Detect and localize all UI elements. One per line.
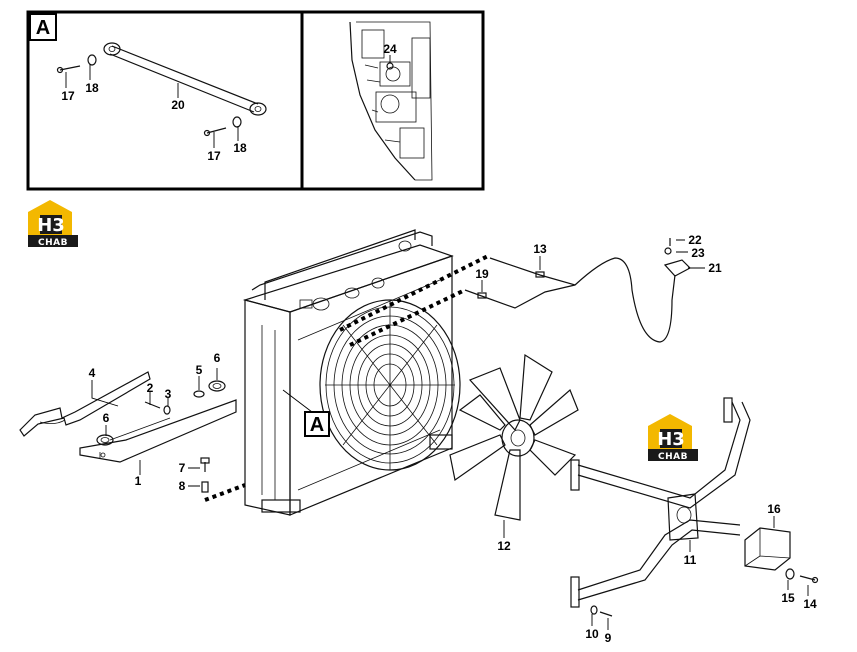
part-labels: 1 2 3 4 5 6 6 7 8 9 10 11 12 13 14 15 16… (89, 233, 817, 645)
cable-assembly (464, 238, 691, 343)
spacer-part-8 (201, 481, 209, 493)
fan-part-12 (449, 353, 579, 521)
guard-frame-part-11 (570, 397, 751, 608)
detail-panel: A 17 18 20 17 18 (26, 10, 485, 191)
bolt-17-lower (203, 127, 227, 137)
label-9: 9 (605, 631, 612, 645)
radiator-assembly (242, 229, 461, 516)
label-11: 11 (684, 553, 697, 567)
bracket-part-4 (19, 371, 151, 437)
label-19: 19 (475, 267, 489, 281)
label-12: 12 (497, 539, 511, 553)
bolt-part-14 (799, 575, 819, 584)
logo-bottom-text: CHAB (38, 238, 68, 248)
h3-logo-icon: H3 CHAB (648, 414, 698, 462)
detail-letter-box (29, 13, 57, 41)
bolt-17-upper (56, 65, 81, 74)
label-18: 18 (85, 81, 99, 95)
label-3: 3 (165, 387, 172, 401)
washer-part-10 (590, 605, 598, 615)
label-4: 4 (89, 366, 96, 380)
logo-top-text-2: H3 (657, 429, 685, 450)
label-7: 7 (179, 461, 186, 475)
dashed-line-13 (339, 253, 491, 332)
label-13: 13 (533, 242, 547, 256)
label-14: 14 (803, 597, 817, 611)
label-10: 10 (585, 627, 599, 641)
washer-18-lower (232, 116, 242, 128)
label-8: 8 (179, 479, 186, 493)
label-24: 24 (383, 42, 397, 56)
grommet-part-6b (96, 434, 114, 446)
label-23: 23 (691, 246, 705, 260)
bolt-part-2 (144, 401, 161, 409)
dashed-line-19 (349, 288, 466, 347)
grommet-part-6a (208, 380, 226, 392)
washer-part-5 (193, 390, 205, 398)
label-1: 1 (135, 474, 142, 488)
rod-part-20 (103, 42, 267, 116)
label-18b: 18 (233, 141, 247, 155)
label-5: 5 (196, 363, 203, 377)
label-17: 17 (61, 89, 75, 103)
detail-letter: A (36, 17, 50, 39)
washer-part-15 (785, 568, 795, 580)
label-22: 22 (688, 233, 702, 247)
label-2: 2 (147, 381, 154, 395)
bolt-part-9 (599, 611, 613, 617)
bracket-part-1 (79, 399, 237, 463)
h3-logo-icon: H3 CHAB (28, 200, 78, 248)
detail-frame (26, 10, 485, 191)
dashed-line-8 (204, 483, 246, 502)
bolt-part-7 (200, 457, 210, 472)
label-15: 15 (781, 591, 795, 605)
detail-callout: A (282, 389, 330, 437)
logo-top-text: H3 (37, 215, 65, 236)
engine-detail (349, 21, 433, 181)
label-6b: 6 (103, 411, 110, 425)
label-20: 20 (171, 98, 185, 112)
logo-bottom-text-2: CHAB (658, 452, 688, 462)
washer-18-upper (87, 54, 97, 66)
label-16: 16 (767, 502, 781, 516)
motor-part-16 (744, 527, 791, 571)
label-6: 6 (214, 351, 221, 365)
label-21: 21 (708, 261, 722, 275)
label-17b: 17 (207, 149, 221, 163)
detail-callout-letter: A (310, 414, 324, 436)
washer-part-3 (163, 405, 171, 415)
